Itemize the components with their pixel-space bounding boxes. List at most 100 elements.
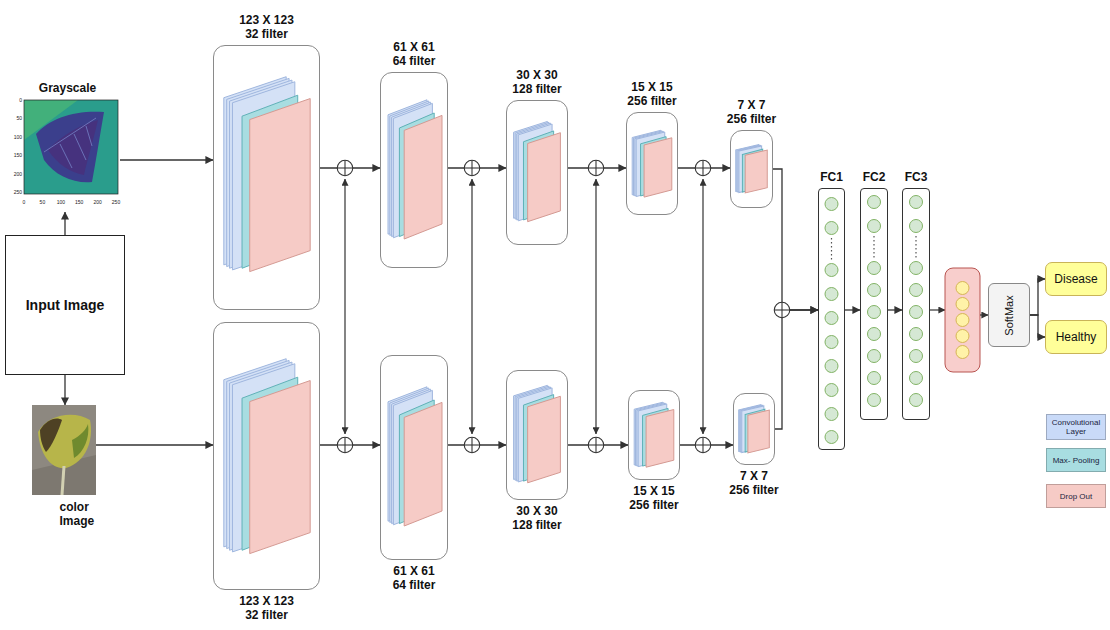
output-neuron [956, 330, 969, 343]
neuron [868, 306, 881, 319]
sum-symbol [464, 437, 479, 452]
connector [448, 444, 506, 445]
neuron [868, 284, 881, 297]
neuron [825, 264, 838, 277]
leaf-shape [38, 415, 91, 469]
output-neuron [956, 346, 969, 359]
neuron [910, 284, 923, 297]
neuron [825, 288, 838, 301]
output-neuron [956, 298, 969, 311]
neuron [825, 336, 838, 349]
plot-shade [24, 100, 78, 140]
fc-layer: FC1 [818, 188, 845, 450]
neuron [868, 262, 881, 275]
connector [320, 167, 380, 168]
fc-layer: FC2 [860, 188, 888, 420]
layer-size: 15 X 15 256 filter [629, 484, 679, 512]
connector [680, 444, 733, 445]
legend-text: Max- Pooling [1053, 456, 1100, 465]
neuron [910, 262, 923, 275]
neuron [825, 408, 838, 421]
layer-name: FC3 [905, 170, 928, 184]
sum-symbol [337, 160, 352, 175]
leaf-shape [36, 112, 104, 183]
class-label: Disease [1054, 272, 1097, 286]
neuron [910, 220, 923, 233]
output-layer [945, 268, 980, 372]
connector [678, 167, 730, 168]
layer-stack [514, 385, 561, 482]
conv-block: 123 X 123 32 filter [213, 45, 320, 310]
neuron [910, 328, 923, 341]
output-class: Disease [1045, 262, 1107, 296]
neuron [825, 384, 838, 397]
sum-symbol [588, 437, 603, 452]
exchange-arrow [471, 179, 472, 434]
panel-title: color Image [60, 500, 69, 528]
image-panel: color Image [32, 405, 96, 495]
fc-layer: FC3 [902, 188, 930, 420]
layer-stack [224, 359, 310, 554]
neuron [825, 431, 838, 444]
axis-tick: 0 [19, 97, 22, 103]
layer-name: FC2 [863, 170, 886, 184]
layer-stack [388, 387, 442, 526]
leaf-spot [72, 424, 88, 458]
exchange-arrow [595, 179, 596, 434]
layer-stack [388, 100, 442, 239]
connector [775, 310, 818, 429]
layer-size: 123 X 123 32 filter [239, 13, 294, 41]
conv-block: 61 X 61 64 filter [380, 355, 448, 560]
leaf-stem [62, 466, 64, 495]
axis-tick: 0 [23, 199, 26, 205]
sum-symbol [464, 160, 479, 175]
connector [1030, 315, 1045, 337]
layer-size: 7 X 7 256 filter [727, 98, 777, 126]
axis-tick: 200 [14, 171, 22, 177]
layer-size: 15 X 15 256 filter [627, 80, 677, 108]
neuron [910, 196, 923, 209]
sum-symbol [695, 160, 710, 175]
neuron [868, 220, 881, 233]
ellipsis-dots [873, 236, 874, 259]
sum-symbol [695, 437, 710, 452]
legend-swatch: Convolutional Layer [1046, 414, 1106, 440]
color-photo [32, 405, 96, 495]
neuron [825, 198, 838, 211]
axis-tick: 150 [75, 199, 83, 205]
neuron [868, 350, 881, 363]
legend-text: Drop Out [1060, 492, 1092, 501]
photo-shadow [32, 455, 96, 495]
conv-block: 7 X 7 256 filter [733, 393, 775, 465]
conv-block: 7 X 7 256 filter [730, 130, 773, 208]
connector [320, 444, 380, 445]
flow-arrow [930, 309, 945, 310]
connector [568, 444, 628, 445]
layer-stack [739, 405, 770, 453]
leaf-inner [48, 120, 98, 175]
image-panel: Grayscale [15, 100, 120, 212]
connector [64, 375, 65, 405]
conv-block: 15 X 15 256 filter [626, 112, 678, 215]
conv-block: 30 X 30 128 filter [506, 370, 568, 500]
axis-tick: 50 [40, 199, 46, 205]
plot-ground [24, 100, 118, 194]
neuron [910, 394, 923, 407]
neuron [910, 372, 923, 385]
conv-block: 61 X 61 64 filter [380, 72, 448, 268]
axis-tick: 250 [14, 189, 22, 195]
conv-block: 30 X 30 128 filter [506, 100, 568, 245]
panel-title: Grayscale [39, 81, 96, 95]
layer-size: 30 X 30 128 filter [512, 504, 562, 532]
plot-frame [24, 100, 118, 194]
layer-stack [736, 145, 768, 193]
sum-symbol [774, 302, 789, 317]
axis-tick: 200 [93, 199, 101, 205]
layer-size: 123 X 123 32 filter [239, 594, 294, 622]
sum-symbol [337, 437, 352, 452]
legend-swatch: Max- Pooling [1046, 448, 1106, 472]
input-box: Input Image [5, 235, 125, 375]
layer-size: 61 X 61 64 filter [393, 564, 436, 592]
leaf-vein [44, 118, 96, 168]
neuron [868, 372, 881, 385]
